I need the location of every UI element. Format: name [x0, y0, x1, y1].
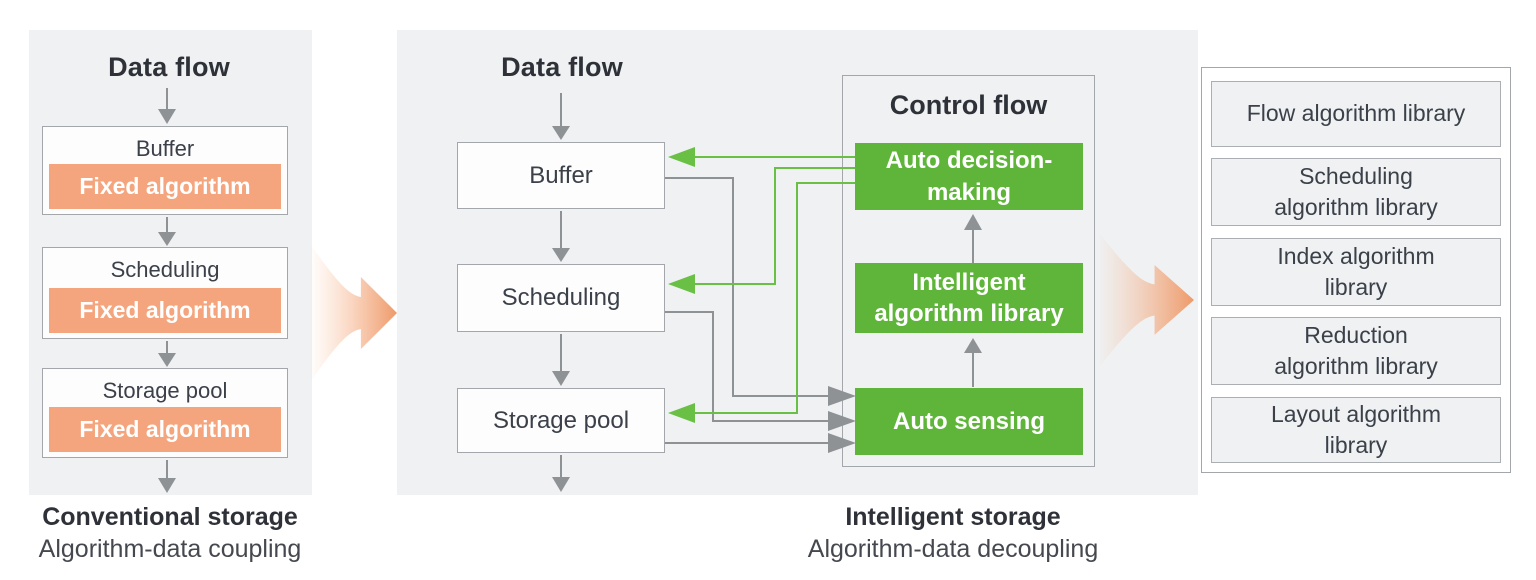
left-stage-scheduling: Scheduling Fixed algorithm: [42, 247, 288, 339]
left-stage-storage-pool: Storage pool Fixed algorithm: [42, 368, 288, 458]
conventional-storage-subcaption: Algorithm-data coupling: [38, 535, 302, 563]
library-scheduling: Scheduling algorithm library: [1211, 158, 1501, 226]
library-index: Index algorithm library: [1211, 238, 1501, 306]
left-stage-storage-pool-fixed-algorithm: Fixed algorithm: [49, 407, 281, 452]
intelligent-storage-caption: Intelligent storage: [845, 503, 1061, 531]
module-auto-decision-making: Auto decision- making: [855, 143, 1083, 210]
center-stage-storage-pool: Storage pool: [457, 388, 665, 453]
library-layout: Layout algorithm library: [1211, 397, 1501, 463]
center-data-flow-title: Data flow: [501, 52, 623, 82]
left-stage-storage-pool-label: Storage pool: [102, 378, 228, 403]
left-stage-scheduling-label: Scheduling: [110, 257, 220, 282]
transition-arrow-conventional-to-intelligent: [311, 245, 397, 381]
library-reduction: Reduction algorithm library: [1211, 317, 1501, 385]
intelligent-storage-subcaption: Algorithm-data decoupling: [807, 535, 1099, 563]
library-flow: Flow algorithm library: [1211, 81, 1501, 147]
module-intelligent-algorithm-library: Intelligent algorithm library: [855, 263, 1083, 333]
control-flow-title: Control flow: [889, 90, 1048, 120]
center-stage-buffer: Buffer: [457, 142, 665, 209]
left-stage-buffer-fixed-algorithm: Fixed algorithm: [49, 164, 281, 209]
module-auto-sensing: Auto sensing: [855, 388, 1083, 455]
left-stage-scheduling-fixed-algorithm: Fixed algorithm: [49, 288, 281, 333]
left-stage-buffer-label: Buffer: [135, 136, 195, 161]
conventional-storage-caption: Conventional storage: [42, 503, 298, 531]
center-stage-scheduling: Scheduling: [457, 264, 665, 332]
left-data-flow-title: Data flow: [108, 52, 230, 82]
left-stage-buffer: Buffer Fixed algorithm: [42, 126, 288, 215]
